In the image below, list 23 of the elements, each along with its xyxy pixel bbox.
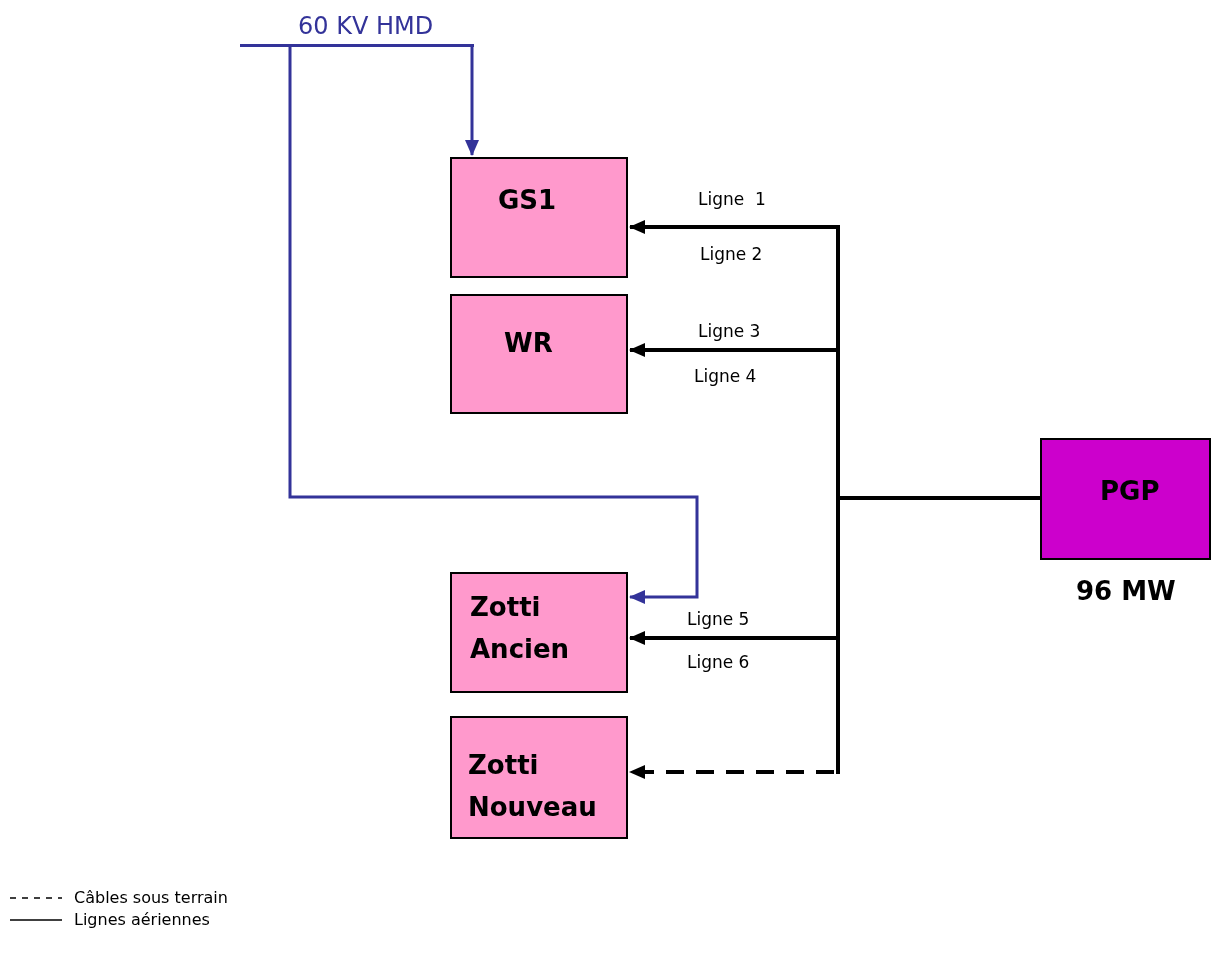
node-label: PGP — [1100, 475, 1160, 508]
node-label: Zotti Ancien — [470, 591, 571, 666]
substation-box — [450, 294, 628, 414]
line-label: Ligne 5 — [687, 608, 750, 631]
line-label: Ligne 4 — [694, 365, 757, 388]
arrow — [629, 496, 1040, 645]
line-label: Ligne 6 — [687, 651, 750, 674]
substation-box — [450, 572, 628, 693]
arrow — [288, 47, 699, 604]
legend-text: Câbles sous terrain — [74, 887, 228, 909]
capacity-label: 96 MW — [1076, 575, 1176, 608]
arrow — [465, 47, 479, 156]
node-label: WR — [504, 327, 554, 360]
legend-text: Lignes aériennes — [74, 909, 210, 931]
substation-box — [450, 716, 628, 839]
line-label: Ligne 3 — [698, 320, 761, 343]
node-label: Zotti Nouveau — [468, 749, 598, 824]
line-label: Ligne 2 — [700, 243, 763, 266]
plant-box — [1040, 438, 1211, 560]
line-label: Ligne 1 — [698, 188, 766, 211]
substation-box — [450, 157, 628, 278]
node-label: 60 KV HMD — [298, 11, 434, 42]
node-label: GS1 — [498, 184, 558, 217]
